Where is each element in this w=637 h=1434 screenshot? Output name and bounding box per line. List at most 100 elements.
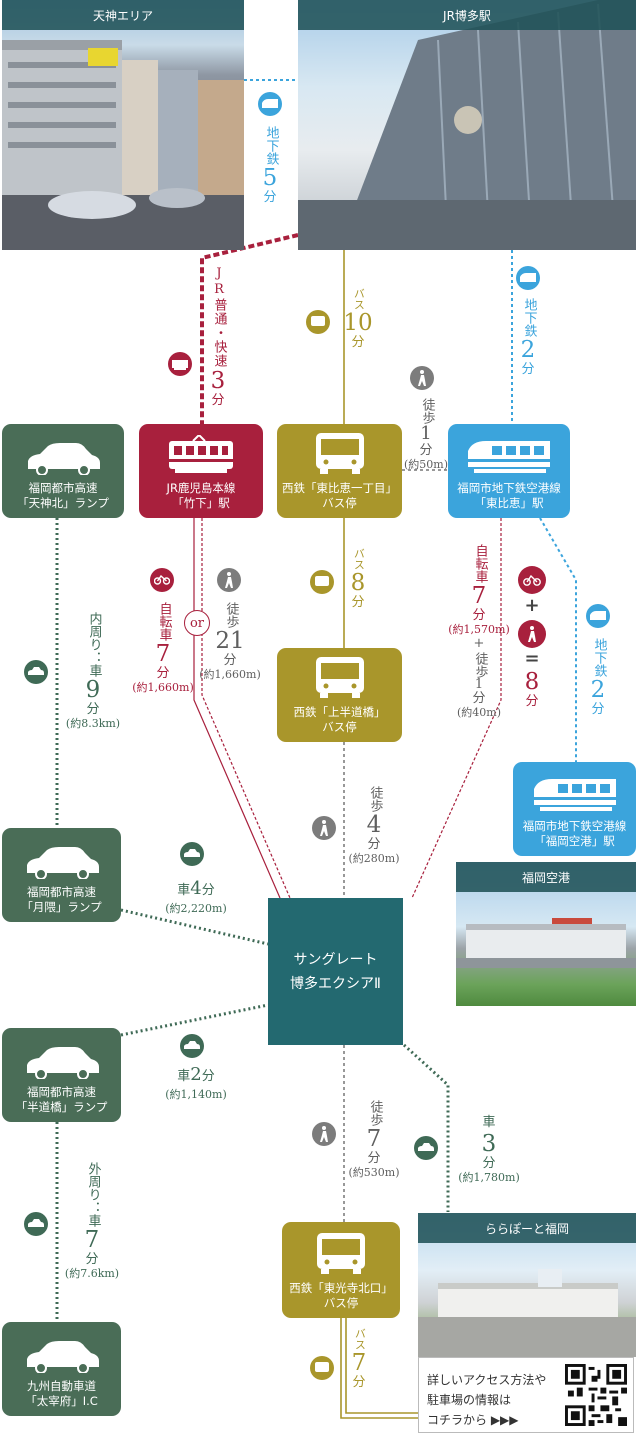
subway-train-icon [468,441,550,473]
takeshita-walk-line [201,518,291,899]
qr-info-line1: 詳しいアクセス方法や [427,1373,547,1387]
walk-icon-4 [312,816,336,840]
qr-code-icon[interactable] [565,1364,627,1426]
qr-info-line3: コチラから ▶▶▶ [427,1413,519,1427]
tenjin-photo: 天神エリア [2,0,244,250]
route-walk-4-unit: 分 [367,837,381,852]
station-higashihie-bus-line2: バス停 [322,496,357,510]
route-walk-7-unit: 分 [367,1151,381,1166]
tenjin-photo-title: 天神エリア [2,0,244,30]
bicycle-glyph-icon [154,575,170,585]
route-bike-walk-8: + = 8 分 [520,595,544,710]
or-badge: or [184,610,210,636]
route-car-7-dist: (約7.6km) [64,1266,120,1280]
route-walk-4-mode: 徒歩 [367,786,383,812]
station-kamihanmichi-line2: バス停 [322,720,357,734]
route-car-9-unit: 分 [86,702,100,717]
car-icon-9 [24,660,48,684]
route-walk-4: 徒歩 4 分 (約280m) [342,786,406,866]
route-jr-3-mode: JR普通・快速 [211,266,227,368]
route-bicycle-7b-mode: 自転車 [472,544,488,583]
bus-glyph-icon [315,1362,329,1372]
bus-glyph-icon [315,576,329,586]
car-icon [26,1047,99,1079]
route-bicycle-7a-num: 7 [155,641,171,667]
station-tsukiguma: 福岡都市高速 「月隈」ランプ [2,828,121,922]
walk-glyph-icon [528,626,536,642]
route-car-7: 外周り：車 7 分 (約7.6km) [60,1162,124,1281]
route-car-9-dist: (約8.3km) [65,716,121,730]
route-walk-21-mode: 徒歩 [223,602,239,628]
bus-line-bottom2 [345,1318,418,1414]
route-bicycle-7b-unit2: 分 [472,691,486,707]
route-walk-7-num: 7 [366,1126,382,1152]
subway-icon-2a [516,266,540,290]
airport-photo-title: 福岡空港 [456,862,636,892]
route-bus-10-num: 10 [343,310,373,336]
station-hanmichibashi-line2: 「半道橋」ランプ [15,1100,108,1114]
route-walk-1-dist: (約50m) [404,457,449,471]
route-subway-5: 地下鉄 5 分 [262,126,279,206]
route-subway-2a-mode: 地下鉄 [521,298,537,337]
walk-icon-21 [217,568,241,592]
route-bus-7-unit: 分 [352,1375,366,1390]
route-walk-21-unit: 分 [223,653,237,668]
route-bus-8-mode: バス [352,548,366,570]
route-walk-4-num: 4 [366,812,382,838]
bus-icon [317,1233,365,1274]
route-bus-7-mode: バス [353,1328,367,1350]
route-bike-walk-plus: + [524,595,540,616]
bicycle-glyph-icon [523,574,541,586]
route-bike-walk-eq: = [524,647,540,669]
qr-info-text: 詳しいアクセス方法や 駐車場の情報は コチラから ▶▶▶ [427,1370,546,1430]
subway-train-icon [533,779,616,811]
route-car-3-mode: 車 [482,1115,496,1130]
route-subway-5-num: 5 [262,165,278,191]
station-toukouji-line2: バス停 [323,1296,359,1310]
subway-glyph-icon [590,611,606,620]
station-airport-subway: 福岡市地下鉄空港線 「福岡空港」駅 [513,762,636,856]
train-icon [169,435,233,473]
subway-icon-2b [586,604,610,628]
route-car-9: 内周り：車 9 分 (約8.3km) [60,612,126,731]
route-jr-3-num: 3 [210,368,226,394]
route-car-4-unit: 分 [201,883,215,898]
route-car-7-unit: 分 [85,1252,99,1267]
route-walk-4-dist: (約280m) [348,851,400,865]
route-car-4: 車4分 (約2,220m) [154,880,238,918]
route-walk-21-num: 21 [215,628,245,654]
route-bicycle-7b-dist: (約1,570m) [448,622,510,636]
station-higashihie-subway-line1: 福岡市地下鉄空港線 [457,481,561,495]
station-higashihie-subway: 福岡市地下鉄空港線 「東比恵」駅 [448,424,570,518]
route-car-4-mode: 車 [177,883,191,898]
station-higashihie-bus-line1: 西鉄「東比恵一丁目」 [282,481,397,495]
tenjin-cityscape-icon [2,40,244,250]
station-tsukiguma-line1: 福岡都市高速 [27,885,96,899]
qr-info-box[interactable]: 詳しいアクセス方法や 駐車場の情報は コチラから ▶▶▶ [418,1357,634,1433]
route-car-3-unit: 分 [482,1155,496,1171]
car-glyph-icon [184,1041,200,1049]
subway-icon-tenjin [258,92,282,116]
car-icon-3 [414,1136,438,1160]
route-car-7-mode: 外周り：車 [85,1162,101,1227]
route-bicycle-7b-unit: 分 [472,608,486,623]
route-car-9-num: 9 [85,677,101,703]
airport-building-icon [456,918,636,968]
train-icon-jr [168,352,192,376]
subway-line-airport [539,517,577,762]
route-bus-7-num: 7 [351,1350,367,1376]
route-car-3-num: 3 [481,1130,497,1157]
route-subway-2a: 地下鉄 2 分 [520,298,537,378]
walk-glyph-icon [320,1126,328,1142]
route-subway-5-mode: 地下鉄 [263,126,279,165]
walk-glyph-icon [225,572,233,588]
car-icon [26,1341,99,1373]
car-glyph-icon [28,667,44,675]
station-higashihie-bus: 西鉄「東比恵一丁目」 バス停 [277,424,402,518]
subway-glyph-icon [262,99,278,108]
bus-icon-8 [310,570,334,594]
takeshita-bike-line [193,518,281,899]
route-bus-10-mode: バス [352,288,366,310]
car-icon [28,443,100,475]
